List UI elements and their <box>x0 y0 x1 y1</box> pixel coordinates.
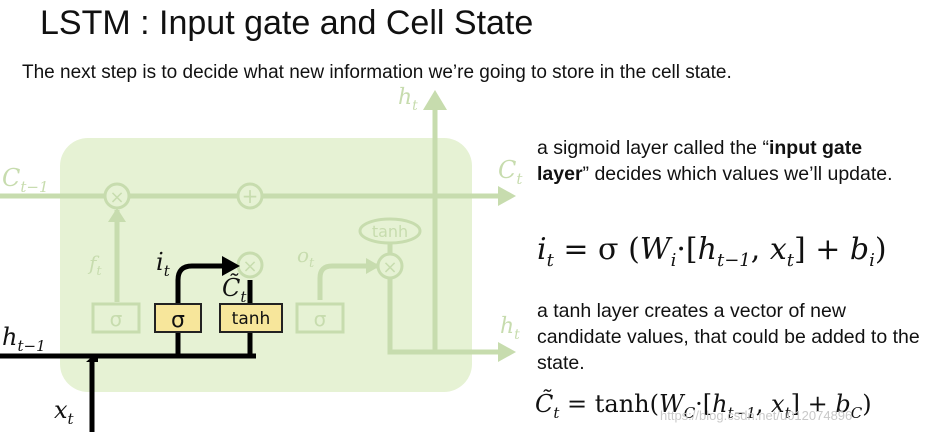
c-tilde-label: C̃t <box>222 274 247 306</box>
output-mult-to-h-line <box>387 278 435 355</box>
h-output-right-arrowhead <box>498 342 516 362</box>
cell-add-op <box>236 182 264 210</box>
candidate-tanh-label: tanh <box>232 309 271 329</box>
forget-sigma-label: σ <box>110 307 123 331</box>
input-gate-annotation: a sigmoid layer called the “input gate l… <box>537 137 893 185</box>
output-sigma-label: σ <box>314 307 327 331</box>
output-gate-arrowhead <box>366 258 380 274</box>
input-gate-term: input gate layer <box>537 137 863 185</box>
x-in-label: xt <box>54 396 75 428</box>
input-multiply-symbol: × <box>242 256 257 277</box>
input-gate-output-line <box>175 263 226 304</box>
candidate-equation: C̃t = tanh(WC·[ht−1, xt] + bC) <box>535 390 872 422</box>
h-top-label: ht <box>398 85 418 114</box>
input-sigma-label: σ <box>171 308 185 333</box>
intro-text: The next step is to decide what new info… <box>22 62 732 83</box>
watermark: https://blog.csdn.net/u012074896 <box>660 408 853 423</box>
h-prev-label: ht−1 <box>2 323 46 355</box>
input-gate-equation: it = σ (Wi·[ht−1, xt] + bi) <box>537 232 887 271</box>
output-gate-line <box>317 263 378 300</box>
input-sigma-box <box>154 303 202 333</box>
forget-sigma-box <box>91 302 141 334</box>
forget-multiply-op <box>103 182 131 210</box>
h-out-label: ht <box>500 314 520 343</box>
cell-state-arrowhead <box>498 186 516 206</box>
cell-tanh-op <box>358 217 422 245</box>
h-prev-corner <box>86 356 98 362</box>
output-multiply-op <box>376 252 404 280</box>
c-next-label: Ct <box>498 156 523 188</box>
o-gate-label: ot <box>297 243 315 271</box>
forget-multiply-symbol: × <box>109 187 124 208</box>
i-gate-label: it <box>156 248 171 280</box>
cell-add-symbol: + <box>242 184 259 208</box>
output-sigma-box <box>295 302 345 334</box>
candidate-tanh-box <box>219 303 283 333</box>
c-prev-label: Ct−1 <box>2 164 49 196</box>
h-output-up-arrowhead <box>423 90 447 110</box>
forget-gate-arrowhead <box>108 208 126 222</box>
cell-tanh-label: tanh <box>372 222 408 241</box>
input-gate-arrowhead <box>222 256 240 276</box>
tanh-layer-annotation: a tanh layer creates a vector of new can… <box>537 300 920 374</box>
slide-title: LSTM : Input gate and Cell State <box>40 4 534 42</box>
output-multiply-symbol: × <box>382 257 397 278</box>
